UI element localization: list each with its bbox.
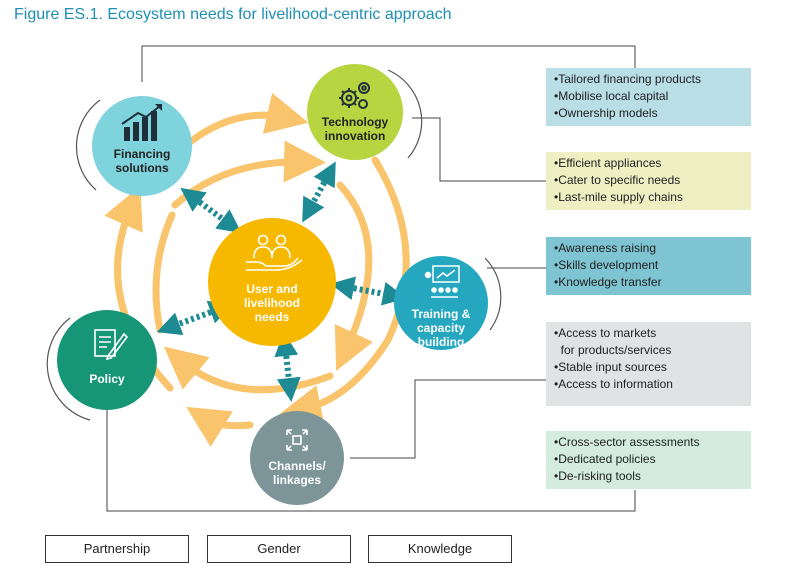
node-technology: Technology innovation xyxy=(307,64,403,160)
node-channels: Channels/ linkages xyxy=(250,411,344,505)
dotted-arrows xyxy=(156,161,407,402)
people-hand-icon xyxy=(246,234,303,271)
list-item: •Tailored financing products xyxy=(554,72,701,86)
policy-label: Policy xyxy=(89,372,125,386)
list-item: •Access to markets xyxy=(554,326,657,340)
theme-gender: Gender xyxy=(207,535,351,563)
list-item: •Access to information xyxy=(554,377,673,391)
training-label-2: capacity xyxy=(417,321,465,335)
technology-label-1: Technology xyxy=(322,115,389,129)
list-item: •Efficient appliances xyxy=(554,156,662,170)
dotted-arrow-technology xyxy=(302,161,336,223)
node-training: Training & capacity building xyxy=(394,256,488,350)
info-box-financing: •Tailored financing products •Mobilise l… xyxy=(546,68,751,126)
ring-arrow-inner-top xyxy=(171,140,326,209)
ring-arrow-inner-left xyxy=(152,211,176,334)
training-label-3: building xyxy=(418,335,465,349)
center-label-1: User and xyxy=(246,282,297,296)
info-box-technology: •Efficient appliances •Cater to specific… xyxy=(546,152,751,210)
connector-policy xyxy=(106,410,636,512)
list-item: •Awareness raising xyxy=(554,241,657,255)
theme-partnership: Partnership xyxy=(45,535,189,563)
ring-arrow-outer-right xyxy=(279,156,410,427)
node-policy: Policy xyxy=(57,310,157,410)
info-box-training: •Awareness raising •Skills development •… xyxy=(546,237,751,295)
channels-label-2: linkages xyxy=(273,473,321,487)
list-item: for products/services xyxy=(554,343,672,357)
financing-label-2: solutions xyxy=(115,161,169,175)
ring-arrow-outer-bottom xyxy=(186,406,254,447)
dotted-arrow-training xyxy=(330,276,407,306)
channels-label-1: Channels/ xyxy=(268,459,326,473)
figure-title: Figure ES.1. Ecosystem needs for livelih… xyxy=(14,6,452,23)
bar-chart-icon xyxy=(121,104,162,141)
theme-knowledge: Knowledge xyxy=(368,535,512,563)
dotted-arrow-financing xyxy=(180,187,242,234)
presentation-icon xyxy=(424,265,460,298)
list-item: •Ownership models xyxy=(554,106,658,120)
list-item: •Dedicated policies xyxy=(554,452,656,466)
connector-technology xyxy=(412,117,546,182)
node-financing: Financing solutions xyxy=(92,96,192,196)
list-item: •Knowledge transfer xyxy=(554,275,662,289)
list-item: •De-risking tools xyxy=(554,469,641,483)
dotted-arrow-channels xyxy=(274,332,301,402)
list-item: •Last-mile supply chains xyxy=(554,190,683,204)
training-label-1: Training & xyxy=(412,307,471,321)
list-item: •Stable input sources xyxy=(554,360,667,374)
center-label-2: livelihood xyxy=(244,296,300,310)
dotted-arrow-policy xyxy=(156,300,234,336)
ring-arrow-inner-right xyxy=(334,181,373,372)
connector-financing xyxy=(141,45,636,82)
ring-arrow-inner-bottom xyxy=(163,346,334,394)
node-center: User and livelihood needs xyxy=(208,218,336,346)
gears-icon xyxy=(339,82,370,109)
arrows-expand-icon xyxy=(286,429,308,451)
center-label-3: needs xyxy=(255,310,290,324)
document-pen-icon xyxy=(94,329,129,361)
info-box-channels: •Access to markets for products/services… xyxy=(546,322,751,406)
info-box-policy: •Cross-sector assessments •Dedicated pol… xyxy=(546,431,751,489)
list-item: •Cater to specific needs xyxy=(554,173,681,187)
financing-label-1: Financing xyxy=(114,147,171,161)
connector-lines xyxy=(106,45,636,512)
technology-label-2: innovation xyxy=(325,129,386,143)
list-item: •Mobilise local capital xyxy=(554,89,669,103)
connector-channels xyxy=(350,379,546,459)
list-item: •Skills development xyxy=(554,258,659,272)
ring-arrow-outer-top xyxy=(174,92,309,156)
list-item: •Cross-sector assessments xyxy=(554,435,700,449)
